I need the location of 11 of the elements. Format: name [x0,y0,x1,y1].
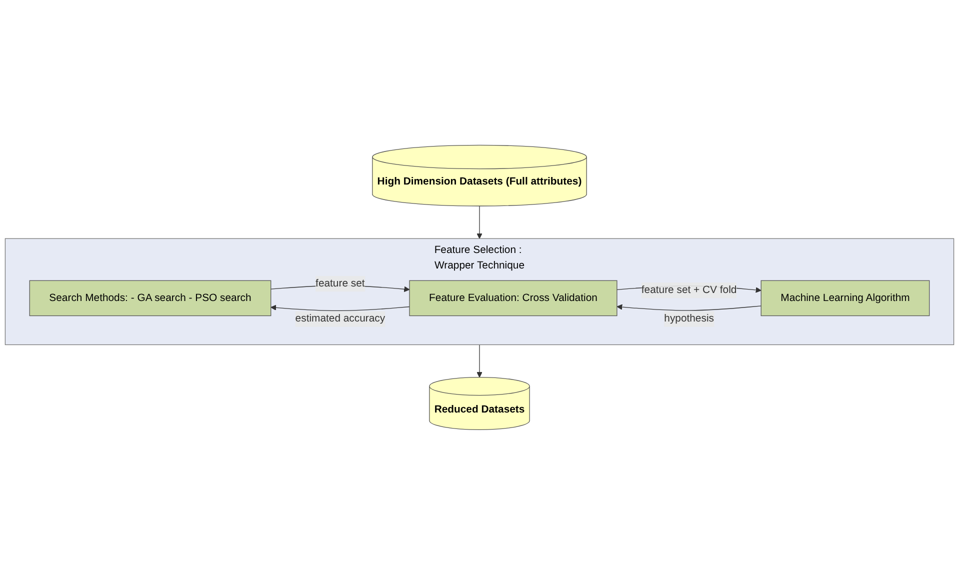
node-box: Feature Evaluation: Cross Validation [409,280,618,316]
edge-label: hypothesis [664,312,714,324]
node-box: Machine Learning Algorithm [760,280,930,316]
arrow [476,205,482,238]
node-box: Search Methods: - GA search - PSO search [29,280,272,316]
arrow [476,344,482,378]
edge-label: feature set + CV fold [641,284,737,296]
edge-label: estimated accuracy [295,312,386,324]
edge-label: feature set [316,278,365,289]
arrow [616,304,762,310]
arrow [270,304,410,311]
